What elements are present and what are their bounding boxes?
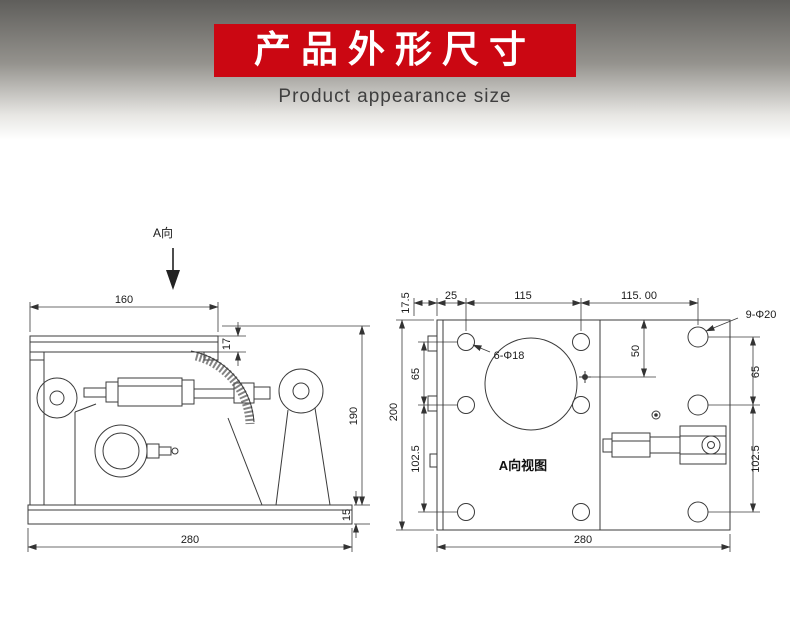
left-view-outline [27, 335, 353, 525]
dim-102-5-right: 102.5 [750, 445, 762, 473]
bolt-hole [687, 326, 709, 348]
down-arrow-icon [166, 270, 180, 290]
dim-160: 160 [115, 294, 133, 306]
dim-280-right: 280 [574, 534, 592, 546]
bolt-hole [457, 503, 475, 521]
dim-115-00: 115. 00 [621, 290, 657, 302]
dim-17-lines [218, 322, 246, 366]
center-bore [484, 337, 578, 431]
a-view-title: A向视图 [499, 458, 547, 473]
hydraulic-cylinder [83, 377, 271, 407]
right-view-outline [427, 319, 731, 531]
title-banner: 产品外形尺寸 [214, 24, 576, 77]
dim-102-5-left: 102.5 [410, 445, 422, 473]
dim-15-lines [353, 491, 370, 538]
dim-280-right-lines [436, 534, 731, 552]
cylinder-assembly [602, 425, 727, 465]
page-subtitle: Product appearance size [278, 85, 512, 107]
page-header: 产品外形尺寸 Product appearance size [0, 0, 790, 140]
page-title: 产品外形尺寸 [254, 29, 536, 70]
pin-hole [651, 410, 661, 420]
dim-200-lines [396, 319, 434, 531]
dim-160-lines [29, 302, 219, 332]
bolt-hole [457, 396, 475, 414]
bolt-hole [687, 501, 709, 523]
technical-drawing: A向 160 17 190 15 280 [27, 225, 776, 552]
right-view-drawing: 17.5 25 115 115. 00 9-Φ20 6-Φ18 50 65 65… [388, 290, 776, 552]
left-roller [36, 377, 78, 419]
hole-label-6-phi18: 6-Φ18 [494, 350, 525, 362]
dim-102-5-left-lines [418, 404, 457, 513]
dim-102-5-right-lines [708, 404, 760, 513]
gear-sector [194, 351, 255, 425]
bolt-hole [572, 503, 590, 521]
dim-17-5: 17.5 [400, 292, 412, 313]
bolt-hole [572, 396, 590, 414]
bolt-hole [457, 333, 475, 351]
dim-280-left-lines [27, 528, 353, 552]
dim-17: 17 [221, 338, 233, 350]
dim-50: 50 [630, 345, 642, 357]
dim-50-lines [589, 319, 656, 378]
a-direction-label: A向 [153, 225, 173, 240]
left-view-drawing: A向 160 17 190 15 280 [27, 225, 370, 552]
top-dim-chain-lines [413, 298, 699, 331]
dim-15: 15 [341, 509, 353, 521]
dim-200: 200 [388, 403, 400, 421]
bolt-hole [687, 394, 709, 416]
dim-65-left: 65 [410, 368, 422, 380]
dim-190: 190 [348, 407, 360, 425]
dim-25: 25 [445, 290, 457, 302]
dim-280-left: 280 [181, 534, 199, 546]
dim-115: 115 [514, 290, 532, 302]
right-roller [278, 368, 324, 414]
view-direction-arrow [166, 248, 180, 290]
bolt-hole [572, 333, 590, 351]
dim-65-right: 65 [750, 366, 762, 378]
hole-label-9-phi20: 9-Φ20 [746, 309, 777, 321]
hole-callout-leaders [472, 317, 739, 353]
